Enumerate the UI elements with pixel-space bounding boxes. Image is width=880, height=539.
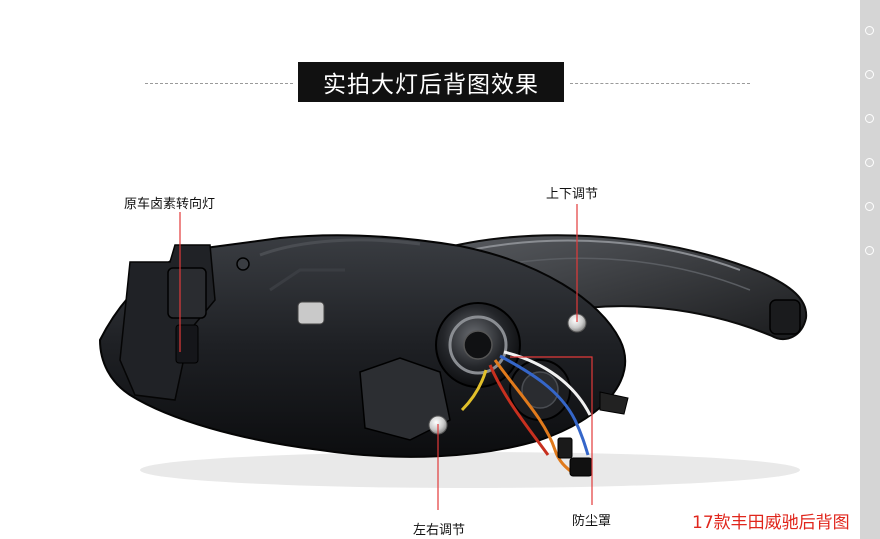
right-mount-tab [769,299,801,335]
title-divider-right [570,83,750,84]
harness-plug [557,437,573,459]
leveling-motor [359,357,451,441]
turn-signal-clip [175,324,199,364]
wire-white [503,350,592,416]
rear-housing [98,234,627,458]
nav-dot-4[interactable] [865,158,874,167]
harness-connector [569,457,593,477]
dust-cover-inner [521,371,559,409]
nav-dot-5[interactable] [865,202,874,211]
section-title-text: 实拍大灯后背图效果 [323,72,539,98]
projector-ring [448,315,508,375]
nav-dot-2[interactable] [865,70,874,79]
title-divider-left [145,83,293,84]
nav-dot-3[interactable] [865,114,874,123]
nav-dot-1[interactable] [865,26,874,35]
wire-orange [493,359,577,477]
label-vertical-adjust: 上下调节 [546,187,599,202]
lens-highlight [469,239,741,271]
upper-screw [236,257,250,271]
wire-blue [499,354,590,456]
turn-signal-socket [167,267,207,319]
nav-dot-6[interactable] [865,246,874,255]
label-halogen-turn-signal: 原车卤素转向灯 [124,197,216,212]
lens-highlight-2 [519,257,751,291]
section-title: 实拍大灯后背图效果 [298,62,564,102]
housing-rib [259,238,421,257]
upper-tab [297,301,325,325]
wire-red [488,364,550,456]
right-nav-sidebar [860,0,880,539]
label-dust-cover: 防尘罩 [572,514,612,529]
lower-bracket [599,391,629,415]
projector-core [463,330,493,360]
label-horizontal-adjust: 左右调节 [413,523,466,538]
callout-line-dust-cover [510,356,593,505]
wire-yellow [460,369,488,412]
floor-shadow [140,452,800,488]
housing-rib-2 [269,268,345,292]
model-caption: 17款丰田威驰后背图 [692,513,850,533]
